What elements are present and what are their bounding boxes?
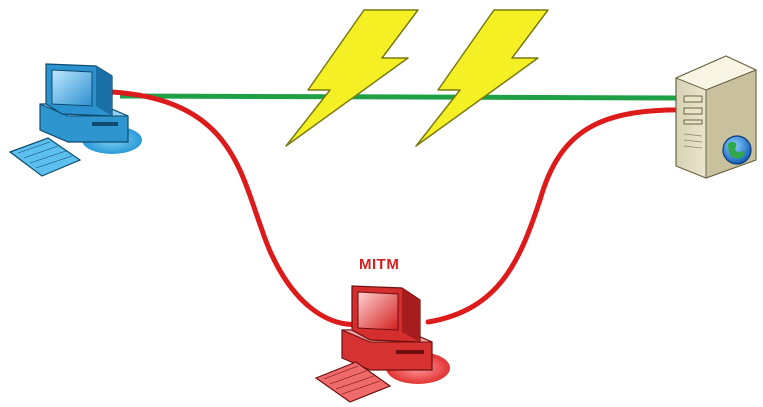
intercepted-link-server <box>425 107 693 325</box>
intercepted-link-client <box>109 89 375 328</box>
globe-icon <box>722 135 752 165</box>
client-computer-icon <box>8 63 142 177</box>
attacker-computer-icon <box>314 285 450 403</box>
attacker-label: MITM <box>359 256 400 273</box>
lightning-bolt-icon <box>415 9 549 147</box>
direct-link <box>119 93 681 101</box>
lightning-bolt-icon <box>285 9 419 147</box>
